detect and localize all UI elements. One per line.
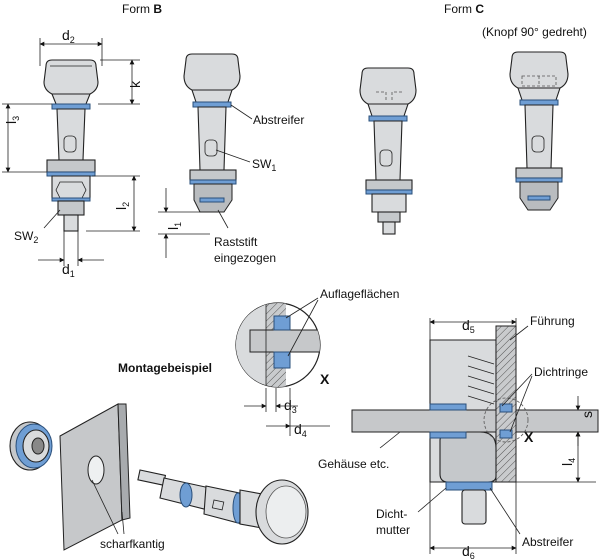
plunger-assembly bbox=[137, 469, 309, 545]
dim-d1: d1 bbox=[38, 231, 104, 279]
svg-text:Raststift: Raststift bbox=[214, 235, 258, 249]
label-montagebeispiel: Montagebeispiel bbox=[118, 361, 212, 375]
detail-x-label: X bbox=[320, 371, 330, 387]
label-raststift-eingezogen: Raststift eingezogen bbox=[214, 209, 276, 265]
svg-text:Dicht-: Dicht- bbox=[376, 507, 407, 521]
indexing-plunger-form-b-retracted bbox=[183, 53, 241, 213]
svg-text:Führung: Führung bbox=[530, 314, 575, 328]
svg-text:d1: d1 bbox=[62, 261, 75, 279]
detail-x-view: X bbox=[235, 302, 330, 388]
svg-text:Abstreifer: Abstreifer bbox=[253, 113, 304, 127]
label-dichtringe: Dichtringe bbox=[501, 365, 588, 433]
dim-d5: d5 bbox=[429, 317, 517, 340]
svg-text:k: k bbox=[127, 80, 143, 88]
indexing-plunger-form-c bbox=[359, 67, 417, 235]
dim-l1: l1 bbox=[158, 188, 210, 258]
label-abstreifer-bottom: Abstreifer bbox=[489, 487, 573, 549]
indexing-plunger-form-b-dimensioned bbox=[43, 59, 99, 232]
dim-d4: d4 bbox=[266, 388, 330, 439]
svg-text:s: s bbox=[579, 411, 595, 418]
svg-text:l1: l1 bbox=[165, 222, 183, 230]
dim-d3: d3 bbox=[244, 388, 298, 415]
form-c-header: Form C bbox=[444, 2, 484, 16]
dim-d6: d6 bbox=[429, 482, 517, 560]
dim-k: k bbox=[98, 59, 143, 105]
mounting-plate bbox=[59, 403, 131, 551]
dim-l3: l3 bbox=[2, 103, 52, 173]
svg-text:SW2: SW2 bbox=[14, 229, 38, 245]
label-sw1: SW1 bbox=[215, 149, 276, 173]
svg-text:Gehäuse etc.: Gehäuse etc. bbox=[318, 457, 389, 471]
seal-nut bbox=[9, 421, 53, 471]
dim-s: s bbox=[516, 396, 596, 446]
svg-text:d6: d6 bbox=[462, 543, 475, 560]
mounting-example: scharfkantig bbox=[9, 403, 309, 551]
svg-text:Abstreifer: Abstreifer bbox=[522, 535, 573, 549]
label-abstreifer-top: Abstreifer bbox=[230, 104, 304, 127]
svg-text:d4: d4 bbox=[294, 421, 307, 439]
label-auflageflaechen: Auflageflächen bbox=[285, 287, 399, 357]
form-c-note: (Knopf 90° gedreht) bbox=[482, 25, 587, 39]
section-x-label: X bbox=[524, 429, 534, 445]
svg-text:d3: d3 bbox=[284, 397, 297, 415]
label-scharfkantig: scharfkantig bbox=[100, 537, 165, 551]
svg-text:l2: l2 bbox=[113, 202, 131, 210]
label-gehaeuse: Gehäuse etc. bbox=[318, 431, 401, 471]
svg-text:d5: d5 bbox=[462, 317, 475, 335]
label-fuehrung: Führung bbox=[509, 314, 575, 341]
section-view: X bbox=[351, 325, 599, 525]
svg-text:eingezogen: eingezogen bbox=[214, 251, 276, 265]
svg-text:l3: l3 bbox=[3, 116, 21, 124]
svg-text:Dichtringe: Dichtringe bbox=[534, 365, 588, 379]
svg-text:l4: l4 bbox=[559, 458, 577, 466]
dim-d2: d2 bbox=[39, 27, 103, 66]
form-b-header: Form B bbox=[122, 2, 162, 16]
indexing-plunger-form-c-rotated bbox=[509, 51, 569, 211]
svg-text:Auflageflächen: Auflageflächen bbox=[320, 287, 399, 301]
svg-text:SW1: SW1 bbox=[252, 157, 276, 173]
dim-l4: l4 bbox=[516, 431, 596, 483]
label-dichtmutter: Dicht- mutter bbox=[376, 487, 447, 537]
dim-l2: l2 bbox=[86, 175, 140, 232]
svg-text:mutter: mutter bbox=[376, 523, 410, 537]
svg-text:d2: d2 bbox=[62, 27, 75, 45]
label-sw2: SW2 bbox=[14, 209, 61, 245]
